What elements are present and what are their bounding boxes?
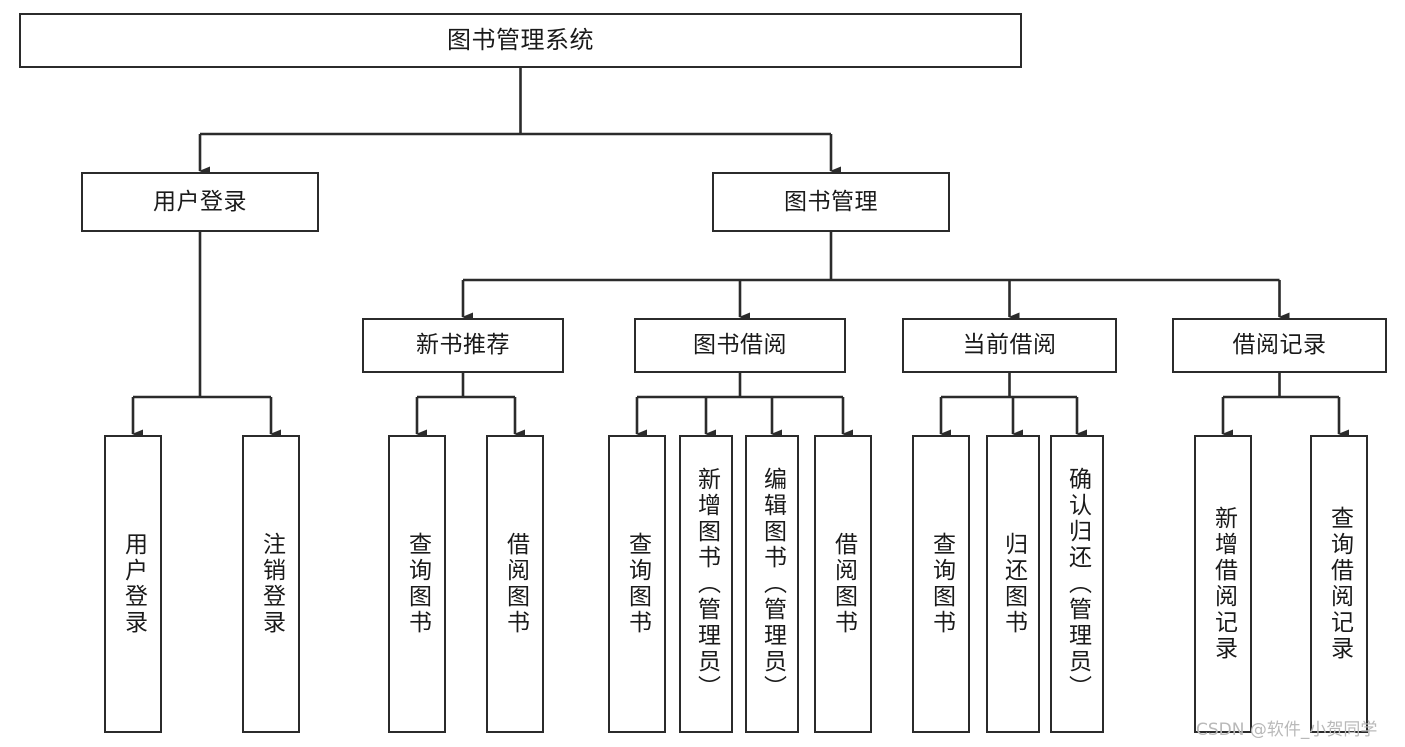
node-current-borrow[interactable]: 当前借阅 <box>902 318 1117 373</box>
node-borrow-record[interactable]: 借阅记录 <box>1172 318 1387 373</box>
leaf-return-book[interactable]: 归还图书 <box>986 435 1040 733</box>
leaf-user-login[interactable]: 用户登录 <box>104 435 162 733</box>
node-label: 查询图书 <box>928 532 955 636</box>
node-book-borrow[interactable]: 图书借阅 <box>634 318 846 373</box>
leaf-add-borrow-record[interactable]: 新增借阅记录 <box>1194 435 1252 733</box>
leaf-borrow-book-1[interactable]: 借阅图书 <box>486 435 544 733</box>
node-label: 当前借阅 <box>962 332 1057 359</box>
leaf-query-book-3[interactable]: 查询图书 <box>912 435 970 733</box>
node-new-book-recommend[interactable]: 新书推荐 <box>362 318 564 373</box>
node-label: 借阅图书 <box>830 532 857 636</box>
node-user-login[interactable]: 用户登录 <box>81 172 319 232</box>
node-root[interactable]: 图书管理系统 <box>19 13 1022 68</box>
leaf-add-book[interactable]: 新增图书（管理员） <box>679 435 733 733</box>
leaf-logout[interactable]: 注销登录 <box>242 435 300 733</box>
node-label: 图书管理 <box>784 188 878 215</box>
node-label: 查询图书 <box>404 532 431 636</box>
node-label: 借阅记录 <box>1232 332 1327 359</box>
node-book-manage[interactable]: 图书管理 <box>712 172 950 232</box>
leaf-query-borrow-record[interactable]: 查询借阅记录 <box>1310 435 1368 733</box>
leaf-query-book-1[interactable]: 查询图书 <box>388 435 446 733</box>
leaf-query-book-2[interactable]: 查询图书 <box>608 435 666 733</box>
node-label: 图书借阅 <box>693 332 787 359</box>
leaf-edit-book[interactable]: 编辑图书（管理员） <box>745 435 799 733</box>
node-label: 编辑图书（管理员） <box>759 467 786 701</box>
node-label: 用户登录 <box>120 532 147 636</box>
node-label: 归还图书 <box>1000 532 1027 636</box>
node-label: 借阅图书 <box>502 532 529 636</box>
node-label: 注销登录 <box>258 532 285 636</box>
leaf-confirm-return[interactable]: 确认归还（管理员） <box>1050 435 1104 733</box>
node-label: 查询借阅记录 <box>1326 506 1353 662</box>
node-label: 查询图书 <box>624 532 651 636</box>
node-label: 图书管理系统 <box>447 25 594 54</box>
edge-paths <box>131 68 1349 439</box>
leaf-borrow-book-2[interactable]: 借阅图书 <box>814 435 872 733</box>
node-label: 用户登录 <box>153 188 247 215</box>
node-label: 新书推荐 <box>416 332 510 359</box>
node-label: 新增图书（管理员） <box>693 467 720 701</box>
watermark: CSDN @软件_小贺同学 <box>1196 720 1378 740</box>
node-label: 确认归还（管理员） <box>1064 467 1091 701</box>
node-label: 新增借阅记录 <box>1210 506 1237 662</box>
